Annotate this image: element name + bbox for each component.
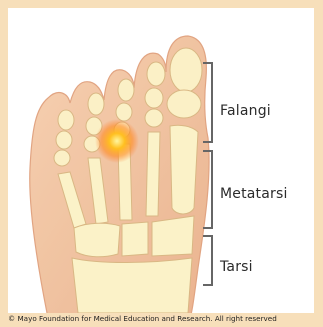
tarsal-bones — [72, 216, 194, 313]
tarsi-label: Tarsi — [220, 259, 253, 275]
diagram-card: Falangi Metatarsi Tarsi — [8, 8, 314, 313]
metatarsi-label: Metatarsi — [220, 186, 288, 202]
tarsi-bracket — [203, 236, 212, 285]
falangi-label: Falangi — [220, 103, 271, 119]
copyright-credit: © Mayo Foundation for Medical Education … — [8, 314, 323, 323]
pain-highlight — [95, 119, 139, 163]
foot-illustration — [8, 8, 314, 313]
